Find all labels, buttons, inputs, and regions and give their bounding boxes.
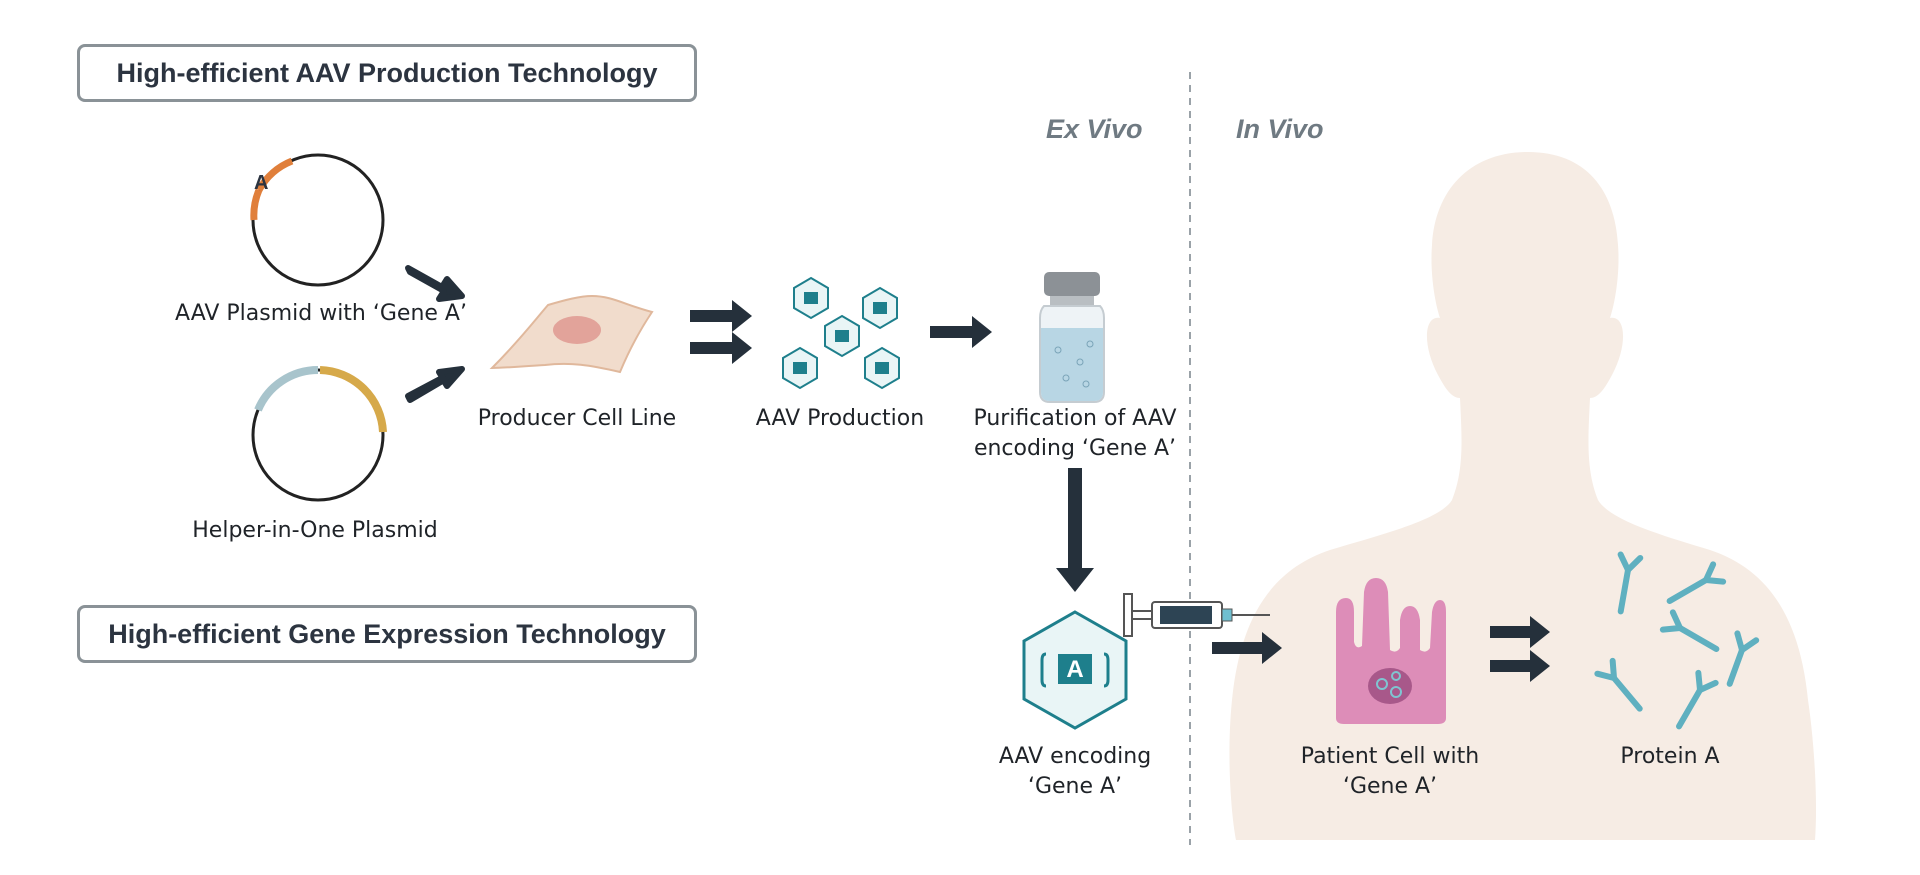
gene-a-marker: A [254,172,269,194]
aav-gene-letter: A [1066,656,1084,683]
aav-particle-large-icon [1022,610,1128,730]
human-silhouette-icon [1229,152,1817,840]
arrow-icon [1490,616,1550,682]
arrow-icon [1212,632,1282,664]
plasmid-icon [250,153,385,287]
purification-label: Purification of AAV encoding ‘Gene A’ [960,404,1190,464]
purification-label-line1: Purification of AAV [973,406,1177,431]
protein-label: Protein A [1620,744,1720,769]
arrow-icon [1056,468,1094,592]
aav-encoding-label: AAV encoding ‘Gene A’ [975,742,1175,802]
aav-production-label: AAV Production [755,406,925,431]
arrow-icon [405,265,465,403]
vial-icon [1039,272,1105,403]
aav-plasmid-label: AAV Plasmid with ‘Gene A’ [175,301,467,326]
producer-cell-label: Producer Cell Line [477,406,677,431]
patient-cell-label-line1: Patient Cell with [1300,744,1480,769]
aav-particle-icon [782,276,900,390]
purification-label-line2: encoding ‘Gene A’ [973,436,1177,461]
producer-cell-icon [489,294,654,374]
aav-encoding-label-line1: AAV encoding [998,744,1152,769]
helper-plasmid-label: Helper-in-One Plasmid [192,518,438,543]
arrow-icon [930,316,992,348]
arrow-icon [690,300,752,364]
patient-cell-label-line2: ‘Gene A’ [1342,774,1438,799]
ex-vivo-heading: Ex Vivo [1046,114,1143,144]
expression-technology-title: High-efficient Gene Expression Technolog… [77,605,697,663]
aav-encoding-label-line2: ‘Gene A’ [1027,774,1123,799]
patient-cell-icon [1336,578,1446,724]
antibody-icon [1594,551,1760,730]
production-technology-title: High-efficient AAV Production Technology [77,44,697,102]
patient-cell-label: Patient Cell with ‘Gene A’ [1270,742,1510,802]
syringe-icon [1123,593,1270,637]
helper-plasmid-icon [251,366,387,502]
in-vivo-heading: In Vivo [1236,114,1324,144]
